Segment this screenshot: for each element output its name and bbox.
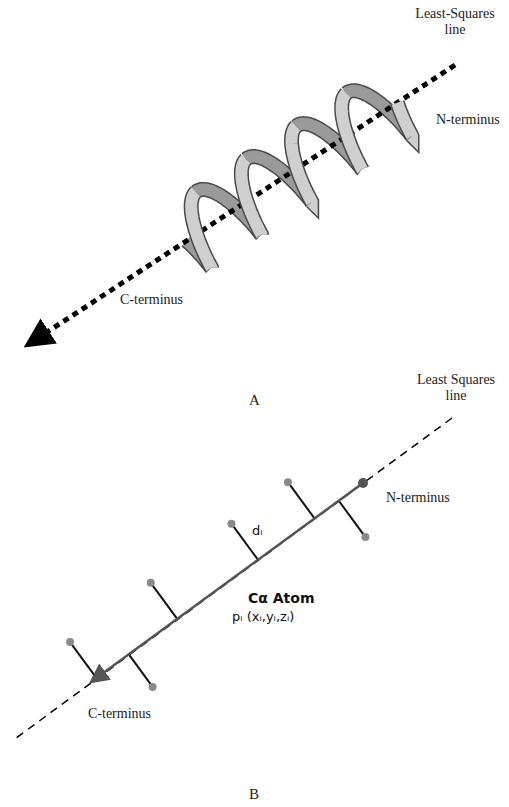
terminus-label: C-terminus <box>88 706 151 722</box>
terminus-label: C-terminus <box>120 292 183 308</box>
ca-atom-dot <box>284 478 292 486</box>
ribbon <box>342 93 362 169</box>
coordinate-label: pᵢ (xᵢ,yᵢ,zᵢ) <box>232 610 294 625</box>
terminus-label: N-terminus <box>386 490 450 506</box>
least-squares-axis <box>32 65 455 342</box>
ca-atom-dot <box>227 520 235 528</box>
atom-label: Cα Atom <box>248 590 315 606</box>
ribbon <box>241 159 261 235</box>
ca-atom-dot <box>147 579 155 587</box>
panel-label: A <box>249 392 260 409</box>
axis-label: Least-Squares line <box>405 6 505 38</box>
ribbon-outline <box>241 159 261 235</box>
ribbon-outline <box>342 93 362 169</box>
ca-atom-dot <box>361 533 369 541</box>
distance-line <box>70 642 97 678</box>
panel-label: B <box>249 786 259 803</box>
ribbon <box>292 126 312 202</box>
distance-line <box>339 501 366 537</box>
ribbon-outline <box>397 103 412 136</box>
ribbon-outline <box>191 192 211 268</box>
distance-ticks <box>66 478 369 691</box>
helix-front <box>191 93 412 267</box>
distance-line <box>288 482 315 518</box>
n-terminus-atom <box>358 478 368 488</box>
ribbon-outline <box>292 126 312 202</box>
terminus-label: N-terminus <box>436 112 500 128</box>
ribbon <box>397 103 412 136</box>
ca-atom-dot <box>66 638 74 646</box>
helix-axis-vector <box>95 483 363 679</box>
distance-line <box>129 655 153 687</box>
distance-line <box>151 583 178 619</box>
distance-label: dᵢ <box>252 524 263 539</box>
ribbon <box>191 192 211 268</box>
axis-label: Least Squares line <box>407 372 505 404</box>
ca-atom-dot <box>149 683 157 691</box>
least-squares-line <box>12 418 452 741</box>
